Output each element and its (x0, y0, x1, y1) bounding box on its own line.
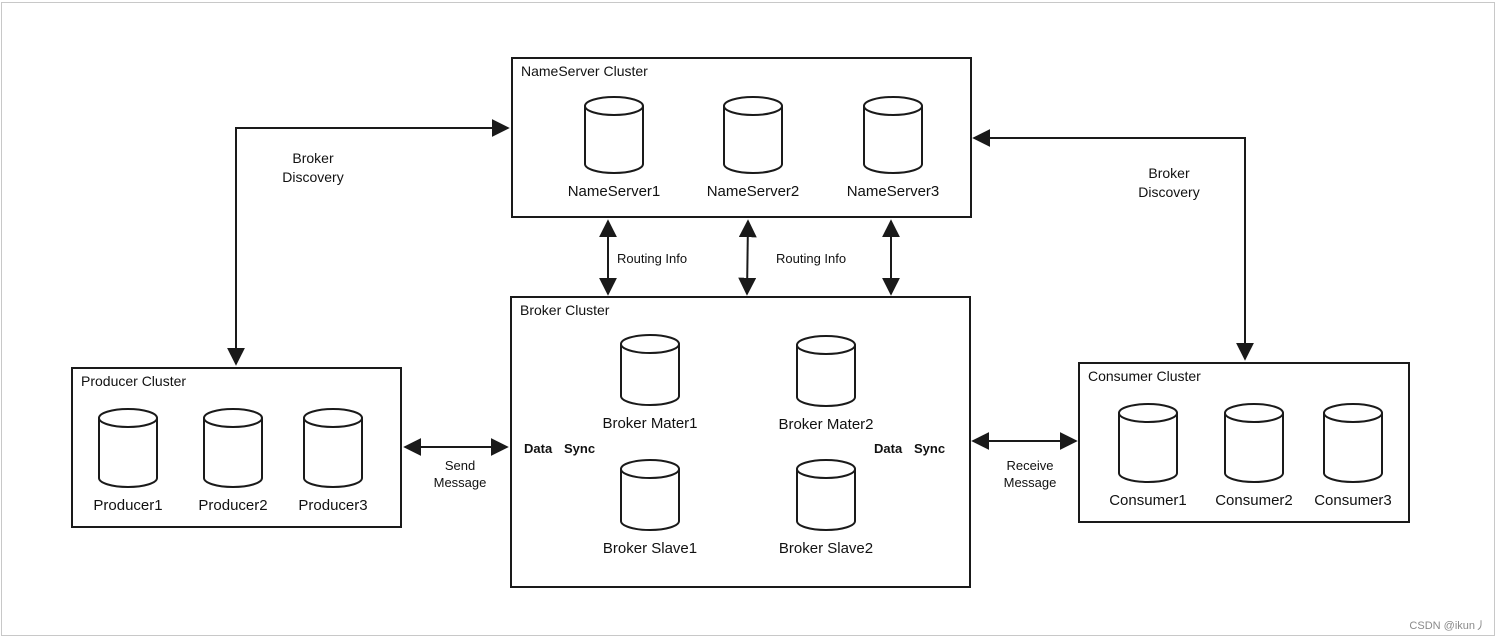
label-line: Message (1003, 475, 1057, 490)
watermark: CSDN @ikun丿 (1409, 620, 1486, 632)
database-icon (98, 408, 158, 488)
broker-master2-node: Broker Mater2 (766, 334, 886, 433)
receive-message-label: Receive Message (990, 457, 1070, 491)
nameserver1-label: NameServer1 (567, 183, 661, 200)
broker-master2-label: Broker Mater2 (778, 416, 874, 433)
database-icon (620, 334, 680, 406)
producer2-label: Producer2 (198, 497, 268, 514)
broker-slave2-node: Broker Slave2 (766, 458, 886, 557)
label-line: Message (433, 475, 487, 490)
nameserver3-node: NameServer3 (833, 95, 953, 200)
producer3-label: Producer3 (298, 497, 368, 514)
label-line: Broker (1148, 165, 1190, 181)
data-sync-left-sync-label: Sync (564, 441, 596, 456)
database-icon (723, 96, 783, 174)
label-line: Send (444, 458, 476, 473)
consumer1-node: Consumer1 (1088, 402, 1208, 509)
label-line: Receive (1006, 458, 1054, 473)
consumer3-node: Consumer3 (1293, 402, 1413, 509)
consumer-cluster: Consumer Cluster Consumer1 Consumer2 Con… (1078, 362, 1410, 523)
database-icon (1118, 403, 1178, 483)
producer2-node: Producer2 (173, 407, 293, 514)
database-icon (1224, 403, 1284, 483)
arrow-producer-nameserver (227, 119, 510, 366)
label-line: Broker (292, 150, 334, 166)
nameserver-cluster: NameServer Cluster NameServer1 NameServe… (511, 57, 972, 218)
database-icon (303, 408, 363, 488)
broker-slave1-node: Broker Slave1 (590, 458, 710, 557)
label-line: Discovery (1138, 184, 1200, 200)
consumer-cluster-title: Consumer Cluster (1088, 368, 1201, 384)
database-icon (863, 96, 923, 174)
send-message-label: Send Message (420, 457, 500, 491)
producer-cluster-title: Producer Cluster (81, 373, 187, 389)
producer-cluster: Producer Cluster Producer1 Producer2 Pro… (71, 367, 402, 528)
database-icon (796, 335, 856, 407)
database-icon (796, 459, 856, 531)
database-icon (584, 96, 644, 174)
data-sync-right-data-label: Data (874, 441, 903, 456)
label-line: Discovery (282, 169, 344, 185)
database-icon (1323, 403, 1383, 483)
producer1-node: Producer1 (68, 407, 188, 514)
arrow-routing-2 (738, 219, 757, 296)
broker-discovery-right-label: Broker Discovery (1114, 164, 1224, 202)
nameserver2-label: NameServer2 (706, 183, 800, 200)
database-icon (203, 408, 263, 488)
broker-master1-label: Broker Mater1 (602, 415, 698, 432)
producer1-label: Producer1 (93, 497, 163, 514)
consumer1-label: Consumer1 (1109, 492, 1187, 509)
consumer2-label: Consumer2 (1215, 492, 1293, 509)
data-sync-right-sync-label: Sync (914, 441, 946, 456)
broker-cluster-title: Broker Cluster (520, 302, 610, 318)
broker-discovery-left-label: Broker Discovery (258, 149, 368, 187)
broker-cluster: Broker Cluster Broker Mater1 Broker Mate… (510, 296, 971, 588)
producer3-node: Producer3 (273, 407, 393, 514)
broker-slave1-label: Broker Slave1 (602, 540, 698, 557)
broker-slave2-label: Broker Slave2 (778, 540, 874, 557)
consumer2-node: Consumer2 (1194, 402, 1314, 509)
consumer3-label: Consumer3 (1314, 492, 1392, 509)
nameserver2-node: NameServer2 (693, 95, 813, 200)
nameserver1-node: NameServer1 (554, 95, 674, 200)
data-sync-left-data-label: Data (524, 441, 553, 456)
nameserver3-label: NameServer3 (846, 183, 940, 200)
broker-master1-node: Broker Mater1 (590, 333, 710, 432)
routing-info-left-label: Routing Info (617, 251, 688, 266)
nameserver-cluster-title: NameServer Cluster (521, 63, 648, 79)
database-icon (620, 459, 680, 531)
routing-info-right-label: Routing Info (776, 251, 847, 266)
arrow-consumer-nameserver (972, 129, 1254, 361)
